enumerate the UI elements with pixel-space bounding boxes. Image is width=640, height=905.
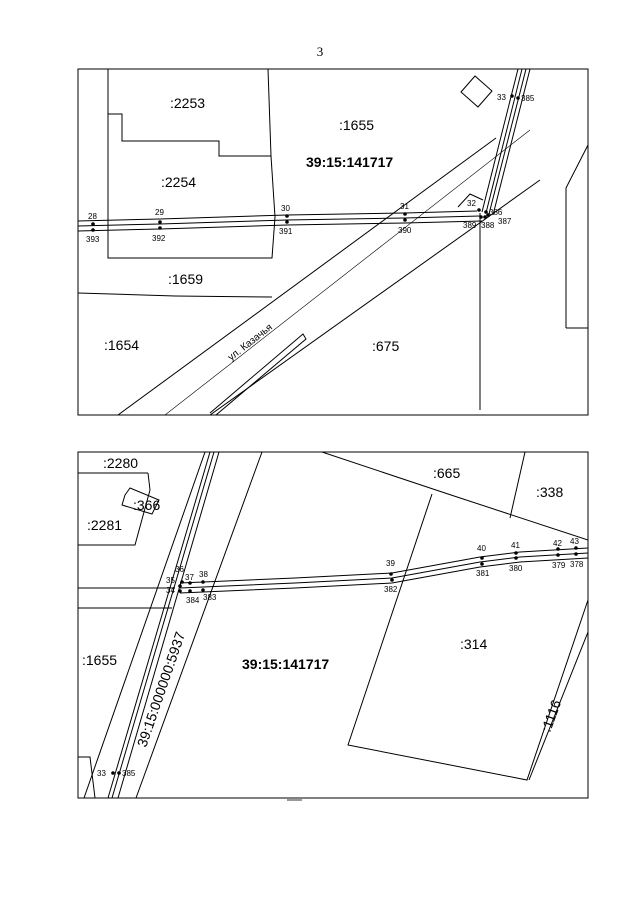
boundary-point <box>556 553 560 557</box>
boundary-points-lower: 34 384 383 382 381 380 379 378 385 <box>117 552 584 778</box>
point-label: 28 <box>88 212 97 221</box>
map-bottom: :2280 :366 :2281 :665 :338 :314 :1655 :1… <box>77 451 589 799</box>
point-label: 380 <box>509 564 523 573</box>
parcel-label: :2280 <box>103 455 138 471</box>
point-label: 32 <box>467 199 476 208</box>
parcel-label: :1659 <box>168 271 203 287</box>
boundary-point <box>201 580 205 584</box>
point-label: 390 <box>398 226 412 235</box>
parcel-label: :665 <box>433 465 460 481</box>
map-top-linework <box>78 69 588 415</box>
boundary-point <box>111 771 115 775</box>
parcel-label: :2281 <box>87 517 122 533</box>
boundary-point <box>484 210 488 214</box>
map-top-frame <box>77 68 589 416</box>
parcel-label: :1654 <box>104 337 139 353</box>
boundary-point <box>479 215 483 219</box>
cadastral-quarter-label: 39:15:141717 <box>306 154 393 170</box>
point-label: 389 <box>463 221 477 230</box>
boundary-point <box>178 589 182 593</box>
point-label: 382 <box>384 585 398 594</box>
boundary-point <box>158 220 162 224</box>
boundary-point <box>91 222 95 226</box>
point-label: 29 <box>155 208 164 217</box>
point-label: 391 <box>279 227 293 236</box>
boundary-point <box>514 556 518 560</box>
point-label: 42 <box>553 539 562 548</box>
boundary-point <box>483 215 487 219</box>
point-label: 388 <box>481 221 495 230</box>
boundary-point <box>486 213 490 217</box>
parcel-label: :2254 <box>161 174 196 190</box>
boundary-point <box>514 551 518 555</box>
map-bottom-frame <box>77 451 589 799</box>
point-label: 38 <box>199 570 208 579</box>
boundary-point <box>285 214 289 218</box>
boundary-point <box>510 94 514 98</box>
parcel-label: :1655 <box>339 117 374 133</box>
parcel-label: :1116 <box>538 697 564 734</box>
point-label: 40 <box>477 544 486 553</box>
boundary-points-upper: 35 36 37 38 39 40 41 42 43 33 <box>97 537 579 778</box>
parcel-label: :366 <box>133 497 160 513</box>
point-label: 383 <box>203 593 217 602</box>
map-bottom-linework <box>78 452 588 798</box>
boundary-point <box>201 588 205 592</box>
page-number: 3 <box>316 44 324 59</box>
cadastral-quarter-label: 39:15:141717 <box>242 656 329 672</box>
street-label: ул. Казачья <box>226 322 275 363</box>
point-label: 385 <box>122 769 136 778</box>
point-label: 39 <box>386 559 395 568</box>
parcel-label: :314 <box>460 636 487 652</box>
boundary-points-upper: 28 29 30 31 32 33 <box>88 93 514 226</box>
point-label: 384 <box>186 596 200 605</box>
point-label: 392 <box>152 234 166 243</box>
boundary-point <box>188 589 192 593</box>
parcel-label: :338 <box>536 484 563 500</box>
point-label: 378 <box>570 560 584 569</box>
point-label: 43 <box>570 537 579 546</box>
boundary-point <box>158 226 162 230</box>
boundary-point <box>403 212 407 216</box>
point-label: 35 <box>166 576 175 585</box>
point-label: 41 <box>511 541 520 550</box>
parcel-label: :675 <box>372 338 399 354</box>
point-label: 31 <box>400 202 409 211</box>
point-label: 34 <box>166 586 175 595</box>
boundary-point <box>91 228 95 232</box>
boundary-point <box>480 556 484 560</box>
boundary-point <box>403 218 407 222</box>
boundary-point <box>389 572 393 576</box>
map-top: :2253 :1655 :2254 :1659 :1654 :675 39:15… <box>77 68 589 416</box>
boundary-point <box>556 547 560 551</box>
boundary-point <box>390 578 394 582</box>
boundary-point <box>477 208 481 212</box>
point-label: 381 <box>476 569 490 578</box>
parcel-label: :1655 <box>82 652 117 668</box>
point-label: 385 <box>521 94 535 103</box>
boundary-point <box>117 771 121 775</box>
point-label: 386 <box>489 208 503 217</box>
point-label: 379 <box>552 561 566 570</box>
boundary-point <box>180 580 184 584</box>
point-label: 37 <box>185 573 194 582</box>
boundary-point <box>188 581 192 585</box>
point-label: 36 <box>175 565 184 574</box>
boundary-point <box>574 552 578 556</box>
point-label: 387 <box>498 217 512 226</box>
parcel-label: :2253 <box>170 95 205 111</box>
boundary-point <box>178 584 182 588</box>
road-parcel-label: 39:15:000000:5937 <box>134 629 188 749</box>
boundary-point <box>285 220 289 224</box>
point-label: 33 <box>97 769 106 778</box>
boundary-point <box>516 96 520 100</box>
boundary-point <box>574 546 578 550</box>
boundary-points-lower: 393 392 391 390 389 388 387 386 385 <box>86 94 535 244</box>
point-label: 33 <box>497 93 506 102</box>
point-label: 393 <box>86 235 100 244</box>
boundary-point <box>480 562 484 566</box>
point-label: 30 <box>281 204 290 213</box>
